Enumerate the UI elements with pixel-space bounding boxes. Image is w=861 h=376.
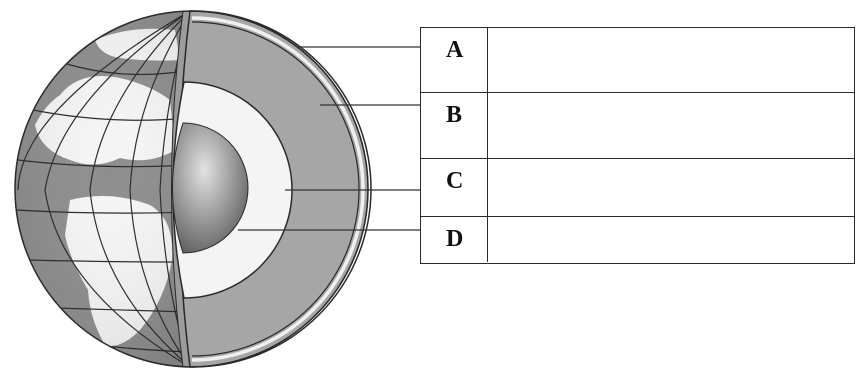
row-letter-c: C — [421, 159, 488, 216]
table-row-c: C — [421, 158, 854, 216]
globe-surface — [0, 0, 200, 376]
table-row-a: A — [421, 28, 854, 92]
answer-cell-a[interactable] — [488, 28, 854, 92]
answer-cell-c[interactable] — [488, 159, 854, 216]
table-row-d: D — [421, 216, 854, 262]
answer-cell-b[interactable] — [488, 93, 854, 158]
row-letter-b: B — [421, 93, 488, 158]
table-row-b: B — [421, 92, 854, 158]
row-letter-a: A — [421, 28, 488, 92]
answer-table: A B C D — [420, 27, 855, 264]
row-letter-d: D — [421, 217, 488, 262]
answer-cell-d[interactable] — [488, 217, 854, 262]
